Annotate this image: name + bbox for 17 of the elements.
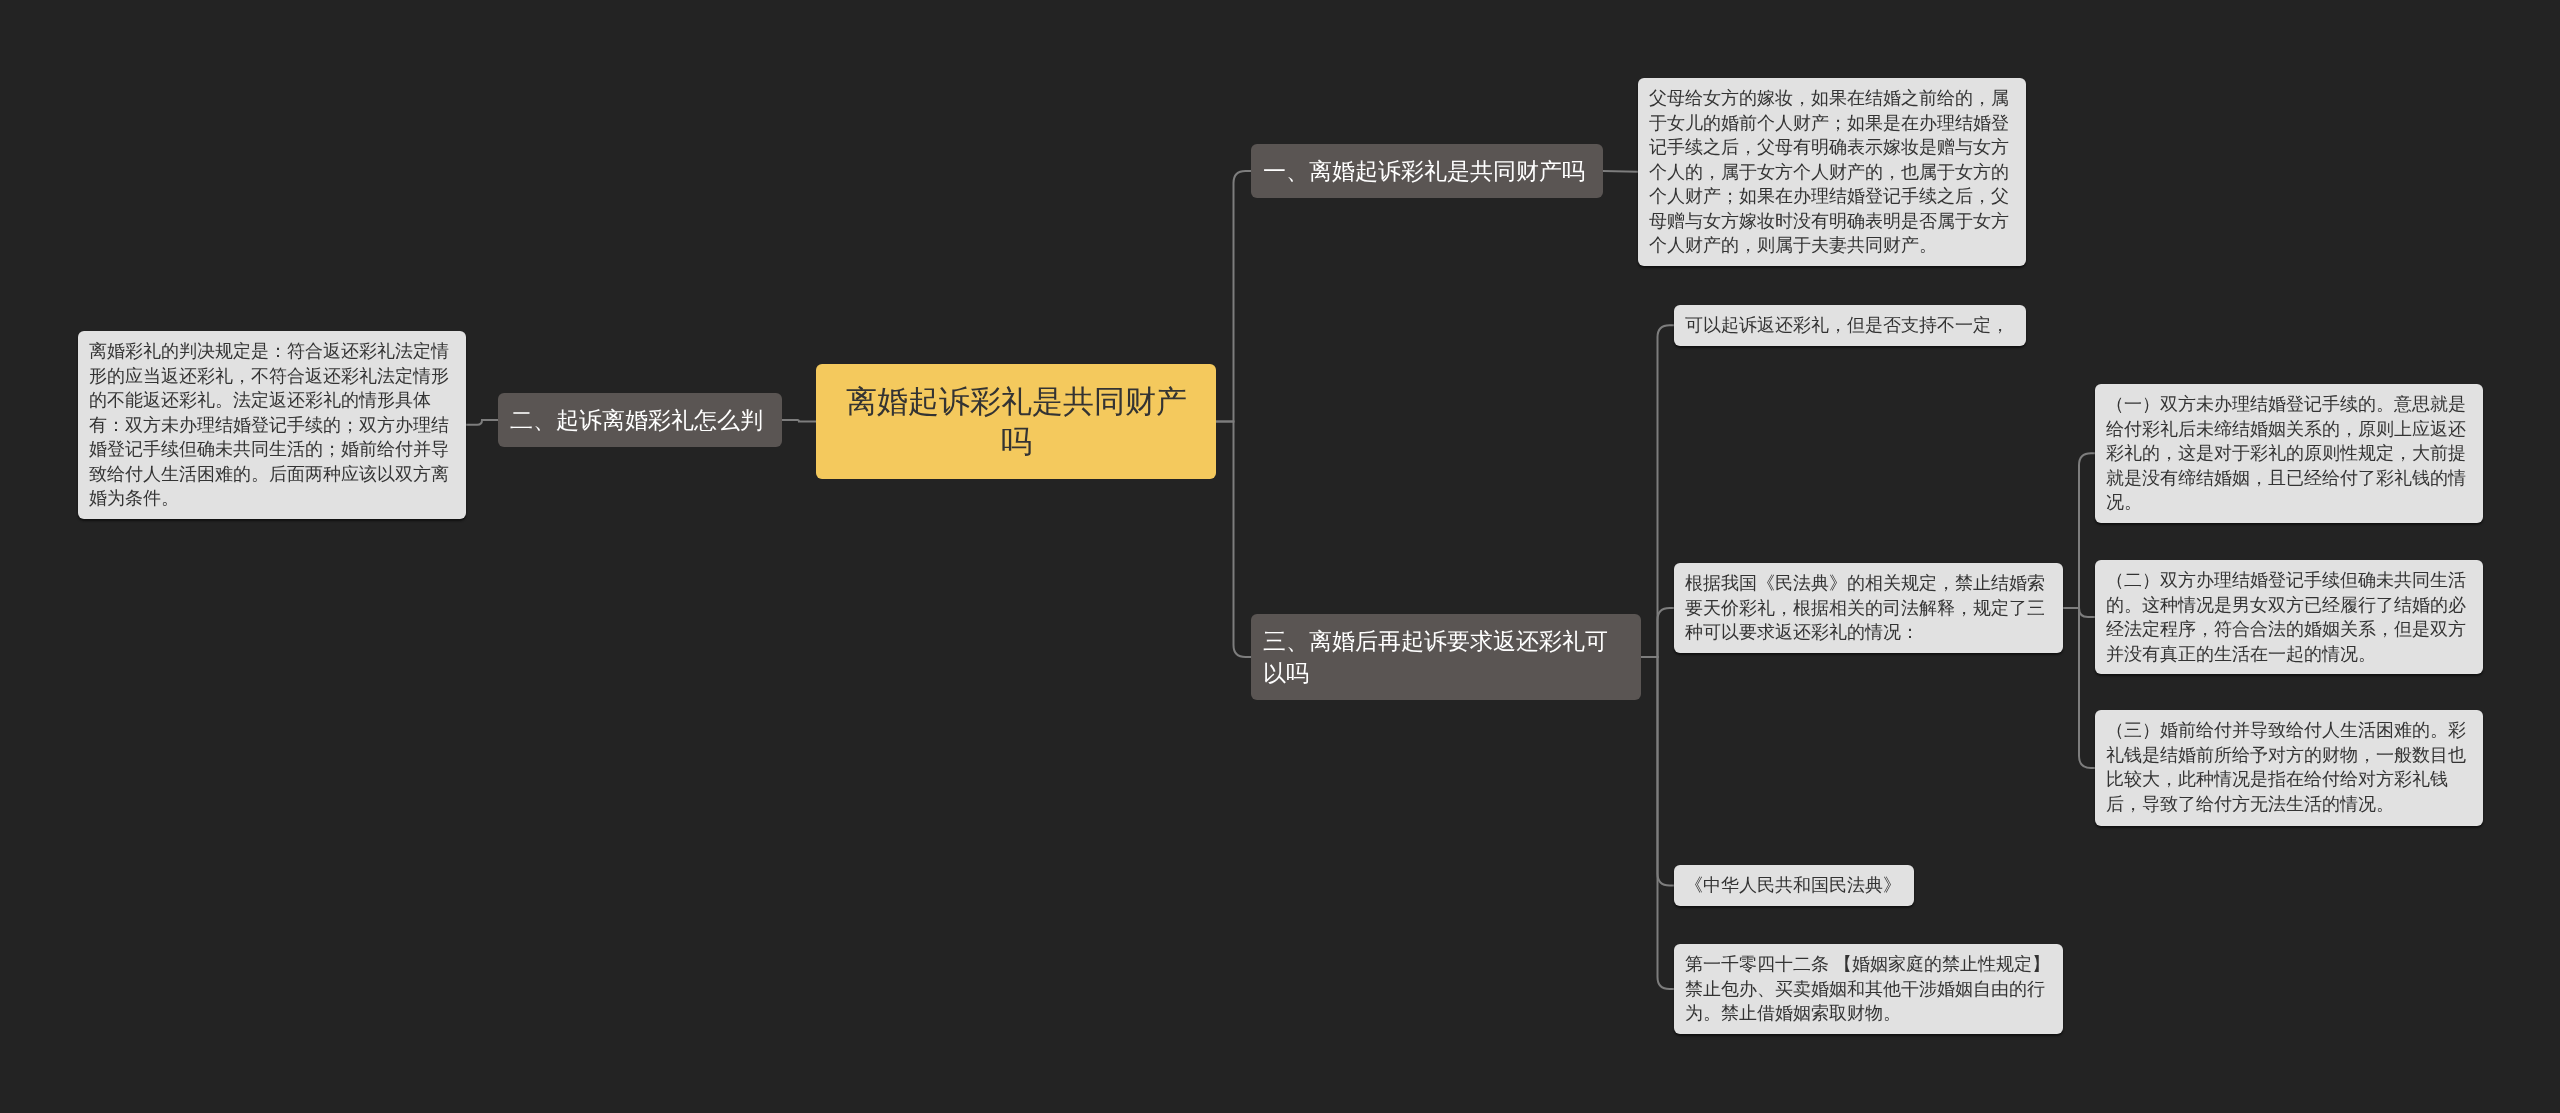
topic-box: 二、起诉离婚彩礼怎么判 <box>498 393 782 447</box>
note-box: 《中华人民共和国民法典》 <box>1674 865 1914 906</box>
connector-line <box>1602 170 1639 173</box>
note-box: （一）双方未办理结婚登记手续的。意思就是给付彩礼后未缔结婚姻关系的，原则上应返还彩礼的，这是对于彩礼的原则性规定，大前提就是没有缔结婚姻，且已经给付了彩礼钱的情况。 <box>2095 384 2483 523</box>
connector-line <box>1640 656 1675 990</box>
note-box: 父母给女方的嫁妆，如果在结婚之前给的，属于女儿的婚前个人财产；如果是在办理结婚登记手续之后，父母有明确表示嫁妆是赠与女方个人的，属于女方个人财产的，也属于女方的个人财产；如果在办理结婚登记手续之后，父母赠与女方嫁妆时没有明确表明是否属于女方个人财产的，则属于夫妻共同财产。 <box>1638 78 2026 266</box>
central-topic-box: 离婚起诉彩礼是共同财产吗 <box>816 364 1216 479</box>
note-box: （二）双方办理结婚登记手续但确未共同生活的。这种情况是男女双方已经履行了结婚的必经法定程序，符合合法的婚姻关系，但是双方并没有真正的生活在一起的情况。 <box>2095 560 2483 674</box>
note-box: 第一千零四十二条 【婚姻家庭的禁止性规定】禁止包办、买卖婚姻和其他干涉婚姻自由的行为。禁止借婚姻索取财物。 <box>1674 944 2063 1034</box>
note-box: 根据我国《民法典》的相关规定，禁止结婚索要天价彩礼，根据相关的司法解释，规定了三种可以要求返还彩礼的情况： <box>1674 563 2063 653</box>
topic-box: 一、离婚起诉彩礼是共同财产吗 <box>1251 144 1603 198</box>
note-box: 离婚彩礼的判决规定是：符合返还彩礼法定情形的应当返还彩礼，不符合返还彩礼法定情形的不能返还彩礼。法定返还彩礼的情形具体有：双方未办理结婚登记手续的；双方办理结婚登记手续但确未共同生活的；婚前给付并导致给付人生活困难的。后面两种应该以双方离婚为条件。 <box>78 331 466 519</box>
connector-line <box>781 419 817 423</box>
topic-box: 三、离婚后再起诉要求返还彩礼可以吗 <box>1251 614 1641 700</box>
note-box: （三）婚前给付并导致给付人生活困难的。彩礼钱是结婚前所给予对方的财物，一般数目也比较大，此种情况是指在给付给对方彩礼钱后，导致了给付方无法生活的情况。 <box>2095 710 2483 826</box>
connector-line <box>465 419 499 426</box>
note-box: 可以起诉返还彩礼，但是否支持不一定， <box>1674 305 2026 346</box>
